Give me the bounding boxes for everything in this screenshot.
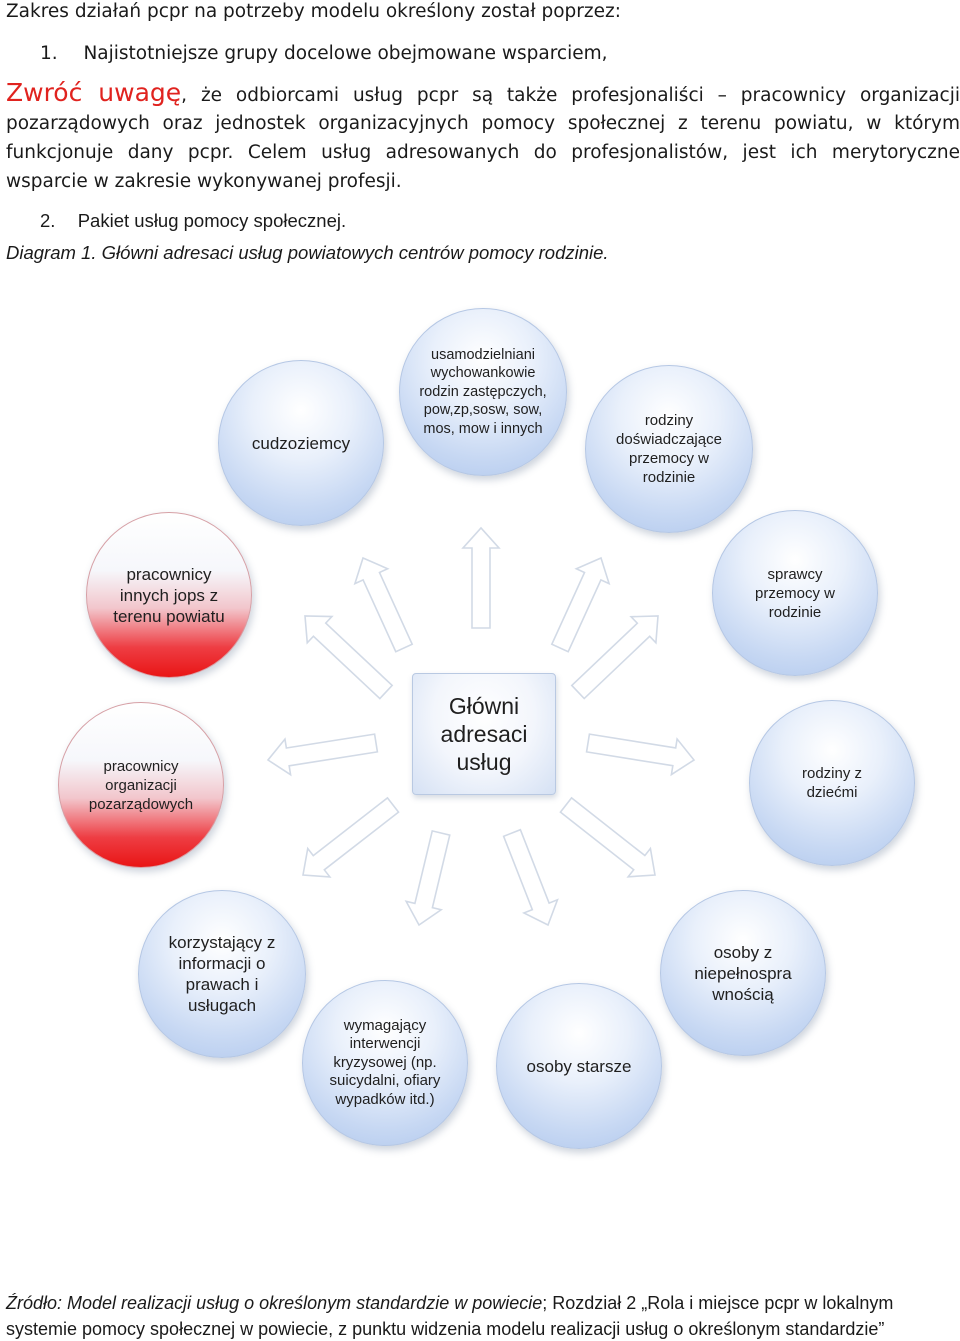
attention-paragraph-line-4: wsparcie w zakresie wykonywanej profesji… <box>6 171 402 192</box>
node-korzystajacy-z-informacji-label: korzystający z informacji o prawach i us… <box>168 933 276 1015</box>
list-item-1: 1. Najistotniejsze grupy docelowe obejmo… <box>40 42 608 66</box>
source-line-2: systemie pomocy społecznej w powiecie, z… <box>6 1319 885 1339</box>
arrow-right-lower-shape <box>559 796 656 878</box>
node-osoby-starsze: osoby starsze <box>496 983 662 1149</box>
arrow-right-shape <box>585 733 696 777</box>
node-osoby-niepelnosprawne: osoby z niepełnospra wnością <box>660 890 826 1056</box>
node-korzystajacy-z-informacji: korzystający z informacji o prawach i us… <box>138 890 306 1058</box>
center-node: Główni adresaci usług <box>412 673 556 795</box>
arrow-down-left-shape <box>404 829 451 927</box>
node-rodziny-z-dziecmi: rodziny z dziećmi <box>749 700 915 866</box>
arrow-left <box>266 733 379 777</box>
arrow-up-right-shape <box>550 556 611 653</box>
arrow-down-right-shape <box>502 828 559 927</box>
paragraph-line-1-text: , że odbiorcami usług pcpr są także prof… <box>181 85 960 106</box>
node-pracownicy-jops-label: pracownicy innych jops z terenu powiatu <box>113 564 225 626</box>
list-item-2-number: 2. <box>40 210 56 231</box>
target-groups-diagram: Główni adresaci usług usamodzielniani wy… <box>0 290 960 1190</box>
arrow-right <box>585 733 696 777</box>
source-title: Źródło: Model realizacji usług o określo… <box>6 1293 543 1313</box>
intro-line: Zakres działań pcpr na potrzeby modelu o… <box>6 1 621 22</box>
node-rodziny-z-dziecmi-label: rodziny z dziećmi <box>801 765 863 801</box>
attention-highlight: Zwróć uwagę <box>6 78 182 107</box>
arrow-left-upper-shape <box>304 615 394 700</box>
arrow-right-upper-shape <box>570 615 659 700</box>
node-pracownicy-organizacji-label: pracownicy organizacji pozarządowych <box>88 757 194 813</box>
arrow-up-right <box>550 556 611 653</box>
list-item-2: 2. Pakiet usług pomocy społecznej. <box>40 209 346 233</box>
arrow-left-upper <box>304 615 394 700</box>
diagram-caption: Diagram 1. Główni adresaci usług powiato… <box>6 242 609 263</box>
node-wymagajacy-interwencji-label: wymagający interwencji kryzysowej (np. s… <box>329 1016 441 1108</box>
list-item-1-text: Najistotniejsze grupy docelowe obejmowan… <box>83 43 608 64</box>
list-item-1-number: 1. <box>40 43 58 64</box>
center-node-label: Główni adresaci usług <box>440 693 528 775</box>
node-pracownicy-organizacji: pracownicy organizacji pozarządowych <box>58 702 224 868</box>
node-usamodzielniani-label: usamodzielniani wychowankowie rodzin zas… <box>419 346 547 437</box>
arrow-right-lower <box>559 796 656 878</box>
arrow-up-left <box>353 556 414 653</box>
arrow-down-left <box>404 829 451 927</box>
source-line-1: Źródło: Model realizacji usług o określo… <box>6 1291 893 1315</box>
node-cudzoziemcy-label: cudzoziemcy <box>251 433 351 453</box>
arrow-down-right <box>502 828 559 927</box>
attention-paragraph-line-2: pozarządowych oraz jednostek organizacyj… <box>6 113 960 134</box>
node-rodziny-doswiadczajace-label: rodziny doświadczające przemocy w rodzin… <box>616 412 722 486</box>
node-sprawcy: sprawcy przemocy w rodzinie <box>712 510 878 676</box>
node-wymagajacy-interwencji: wymagający interwencji kryzysowej (np. s… <box>302 980 468 1146</box>
node-pracownicy-jops: pracownicy innych jops z terenu powiatu <box>86 512 252 678</box>
arrow-up-shape <box>461 526 501 629</box>
node-cudzoziemcy: cudzoziemcy <box>218 360 384 526</box>
arrow-left-shape <box>266 733 379 777</box>
arrow-left-lower <box>302 796 400 878</box>
node-usamodzielniani: usamodzielniani wychowankowie rodzin zas… <box>399 308 567 476</box>
node-sprawcy-label: sprawcy przemocy w rodzinie <box>754 565 836 621</box>
attention-paragraph-line-3: funkcjonuje dany pcpr. Celem usług adres… <box>6 142 960 163</box>
attention-paragraph-line-1: Zwróć uwagę, że odbiorcami usług pcpr są… <box>6 78 960 111</box>
list-item-2-text: Pakiet usług pomocy społecznej. <box>77 210 347 231</box>
source-chapter: ; Rozdział 2 „Rola i miejsce pcpr w loka… <box>542 1293 894 1313</box>
node-osoby-niepelnosprawne-label: osoby z niepełnospra wnością <box>694 942 792 1004</box>
arrow-right-upper <box>570 615 659 700</box>
node-rodziny-doswiadczajace: rodziny doświadczające przemocy w rodzin… <box>585 365 753 533</box>
arrow-left-lower-shape <box>302 796 400 878</box>
arrow-up <box>461 526 501 629</box>
arrow-up-left-shape <box>353 556 414 653</box>
node-osoby-starsze-label: osoby starsze <box>526 1056 632 1076</box>
